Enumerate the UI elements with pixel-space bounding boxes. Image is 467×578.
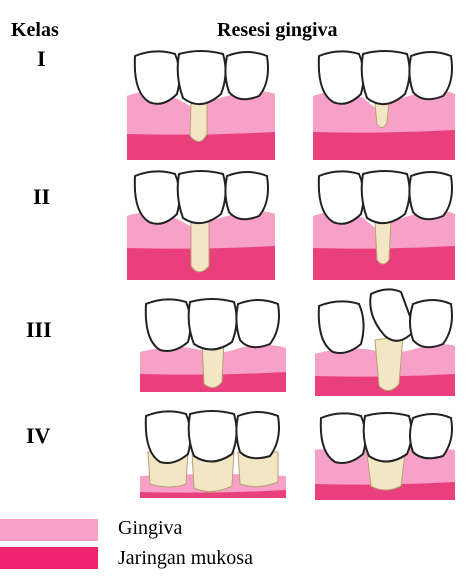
diagram-title: Resesi gingiva [217,20,338,40]
class-4-illustration-right [315,410,455,500]
class-4-illustration-left [140,408,286,498]
class-1-illustration-left [127,48,275,160]
class-3-illustration-right [315,288,455,396]
class-3-illustration-left [140,292,286,392]
class-2-illustration-right [313,168,455,280]
legend-swatch-mucosa [0,547,98,569]
class-label-2: II [33,186,50,208]
legend-label-mucosa: Jaringan mukosa [118,547,253,569]
kelas-header: Kelas [11,20,59,40]
legend-label-gingiva: Gingiva [118,517,182,539]
class-1-illustration-right [313,48,455,160]
class-label-3: III [26,319,52,341]
legend-swatch-gingiva [0,519,98,541]
class-label-1: I [37,48,46,70]
class-label-4: IV [26,425,50,447]
class-2-illustration-left [127,168,275,280]
